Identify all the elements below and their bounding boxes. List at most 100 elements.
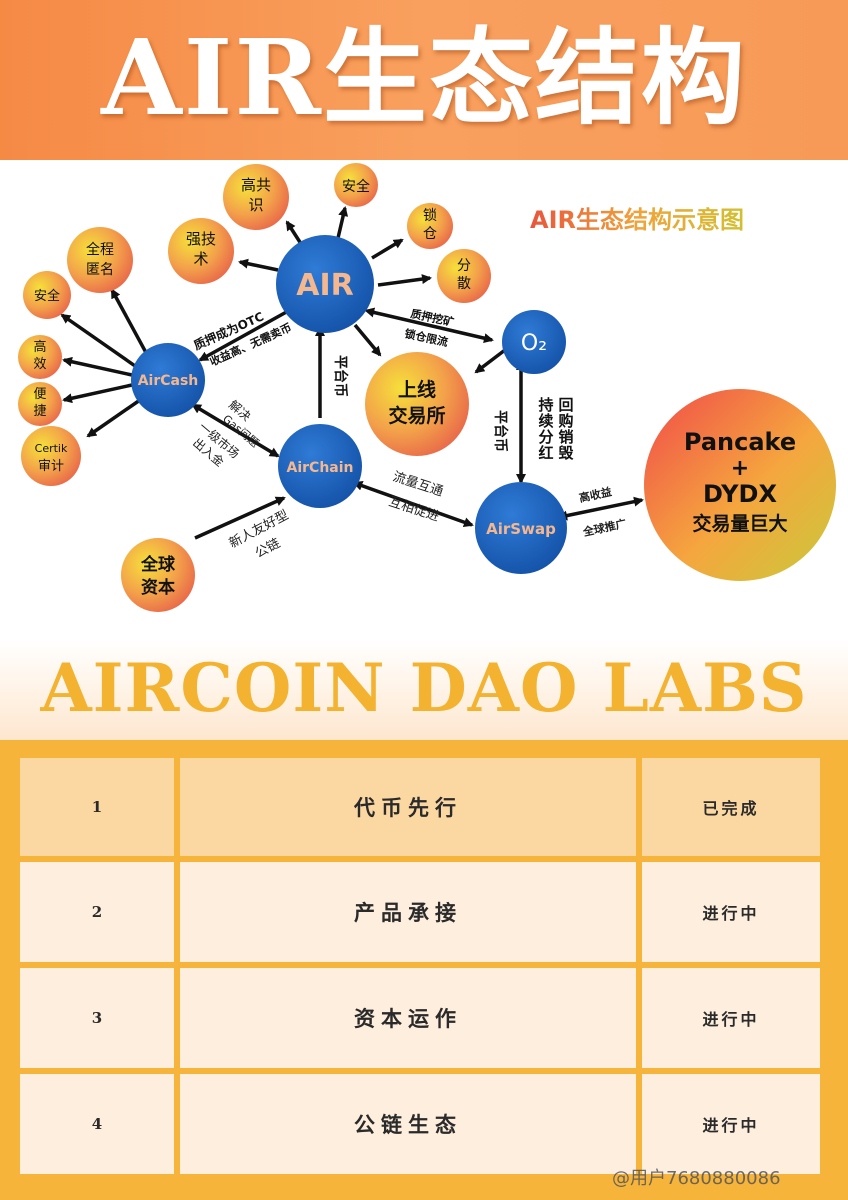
svg-text:分: 分: [457, 258, 471, 274]
svg-text:AirCash: AirCash: [138, 373, 199, 389]
svg-text:+: +: [731, 456, 749, 481]
node-high-consensus: 高共 识: [223, 164, 289, 230]
svg-text:效: 效: [33, 357, 46, 372]
arrow-air-disperse: [377, 274, 432, 287]
svg-text:识: 识: [248, 196, 263, 214]
svg-text:锁: 锁: [423, 208, 437, 224]
row-2-number: 2: [20, 862, 174, 962]
svg-text:持: 持: [538, 396, 553, 414]
svg-text:上线: 上线: [398, 378, 436, 401]
svg-text:匿名: 匿名: [86, 262, 114, 278]
svg-text:O₂: O₂: [521, 331, 547, 356]
arrow-cash-anon: [110, 288, 152, 361]
label-dividend: 持 续 分 红 回 购 销 毁: [538, 396, 574, 462]
node-aircash: AirCash: [131, 343, 205, 417]
row-1-task: 代币先行: [180, 758, 636, 856]
node-security-top: 安全: [334, 163, 378, 207]
row-2-task: 产品承接: [180, 862, 636, 962]
svg-text:红: 红: [538, 444, 553, 462]
header-banner: [0, 0, 848, 160]
node-airchain: AirChain: [278, 424, 362, 508]
watermark-text: @用户7680880086: [612, 1168, 781, 1189]
diagram-arrows: [60, 206, 644, 540]
label-platform-coin-2: 平台币: [492, 410, 509, 452]
arrow-cash-security: [60, 313, 140, 370]
node-disperse: 分 散: [437, 249, 491, 303]
svg-text:Certik: Certik: [35, 442, 68, 455]
row-2-status: 进行中: [642, 862, 820, 962]
svg-text:AirChain: AirChain: [287, 460, 354, 476]
node-lock: 锁 仓: [407, 203, 453, 249]
svg-text:回: 回: [558, 396, 573, 414]
row-3-task: 资本运作: [180, 968, 636, 1068]
svg-text:AirSwap: AirSwap: [486, 520, 556, 538]
arrow-capital-airchain: [194, 496, 286, 540]
svg-text:高共: 高共: [241, 176, 271, 194]
node-exchange: 上线 交易所: [365, 352, 469, 456]
svg-text:分: 分: [538, 428, 553, 446]
arrow-air-exchange: [353, 323, 382, 357]
row-3-number: 3: [20, 968, 174, 1068]
arrow-air-aircash: [198, 306, 297, 362]
svg-text:全球: 全球: [140, 554, 176, 575]
roadmap-table: 1 代币先行 已完成 2 产品承接 进行中 3 资本运作 进行中 4 公链生态 …: [0, 740, 848, 1200]
row-4-task: 公链生态: [180, 1074, 636, 1174]
node-strong-tech: 强技 术: [168, 218, 234, 284]
arrow-cash-certik: [86, 398, 141, 438]
svg-text:仓: 仓: [423, 226, 437, 242]
svg-text:便: 便: [33, 387, 46, 402]
node-air: AIR: [276, 235, 374, 333]
page-title: AIR生态结构: [101, 16, 747, 139]
diagram-subtitle: AIR生态结构示意图: [530, 200, 744, 235]
svg-text:Pancake: Pancake: [684, 428, 796, 456]
svg-text:购: 购: [558, 412, 573, 430]
svg-text:高: 高: [33, 339, 46, 355]
arrow-airswap-pancake: [557, 496, 644, 521]
row-1-number: 1: [20, 758, 174, 856]
node-efficient: 高 效: [18, 335, 62, 379]
svg-text:术: 术: [193, 250, 208, 268]
label-platform-coin-1: 平台币: [332, 355, 349, 397]
svg-text:AIR: AIR: [296, 268, 353, 303]
svg-text:DYDX: DYDX: [703, 480, 777, 508]
arrow-airchain-airswap: [352, 480, 474, 528]
svg-text:资本: 资本: [141, 577, 175, 598]
row-4-status: 进行中: [642, 1074, 820, 1174]
row-3-status: 进行中: [642, 968, 820, 1068]
arrow-cash-efficient: [62, 356, 133, 377]
svg-text:散: 散: [457, 276, 471, 292]
labs-band: [0, 640, 848, 740]
arrow-air-lock: [371, 238, 404, 260]
svg-text:安全: 安全: [34, 288, 60, 304]
svg-text:全程: 全程: [86, 241, 114, 258]
labs-title: AIRCOIN DAO LABS: [40, 649, 808, 727]
feature-nodes: 高共 识 安全 强技 术 锁 仓 分 散 全程 匿名 安全: [18, 163, 491, 486]
node-certik: Certik 审计: [21, 426, 81, 486]
label-newbie-2: 公链: [253, 536, 283, 561]
svg-text:续: 续: [538, 412, 553, 430]
svg-text:毁: 毁: [558, 444, 574, 462]
arrow-cash-airchain: [191, 403, 280, 458]
svg-text:销: 销: [558, 428, 573, 446]
arrow-air-o2: [364, 307, 494, 344]
node-security-left: 安全: [23, 271, 71, 319]
svg-text:审计: 审计: [38, 459, 64, 474]
svg-text:捷: 捷: [33, 404, 46, 419]
node-full-anon: 全程 匿名: [67, 227, 133, 293]
arrow-o2-exchange: [474, 348, 507, 374]
svg-text:交易所: 交易所: [388, 404, 445, 427]
row-1-status: 已完成: [642, 758, 820, 856]
node-convenient: 便 捷: [18, 382, 62, 426]
arrow-air-security: [336, 206, 349, 239]
label-high-return: 高收益: [578, 484, 613, 505]
label-global-promo: 全球推广: [581, 516, 628, 539]
svg-text:强技: 强技: [186, 230, 216, 248]
node-global-capital: 全球 资本: [121, 538, 195, 612]
ecosystem-diagram-svg: 高共 识 安全 强技 术 锁 仓 分 散 全程 匿名 安全: [18, 163, 836, 612]
label-traffic: 流量互通: [391, 470, 445, 500]
node-airswap: AirSwap: [475, 482, 567, 574]
node-o2: O₂: [502, 310, 566, 374]
row-4-number: 4: [20, 1074, 174, 1174]
svg-text:交易量巨大: 交易量巨大: [692, 512, 787, 535]
arrow-cash-convenient: [62, 383, 133, 404]
